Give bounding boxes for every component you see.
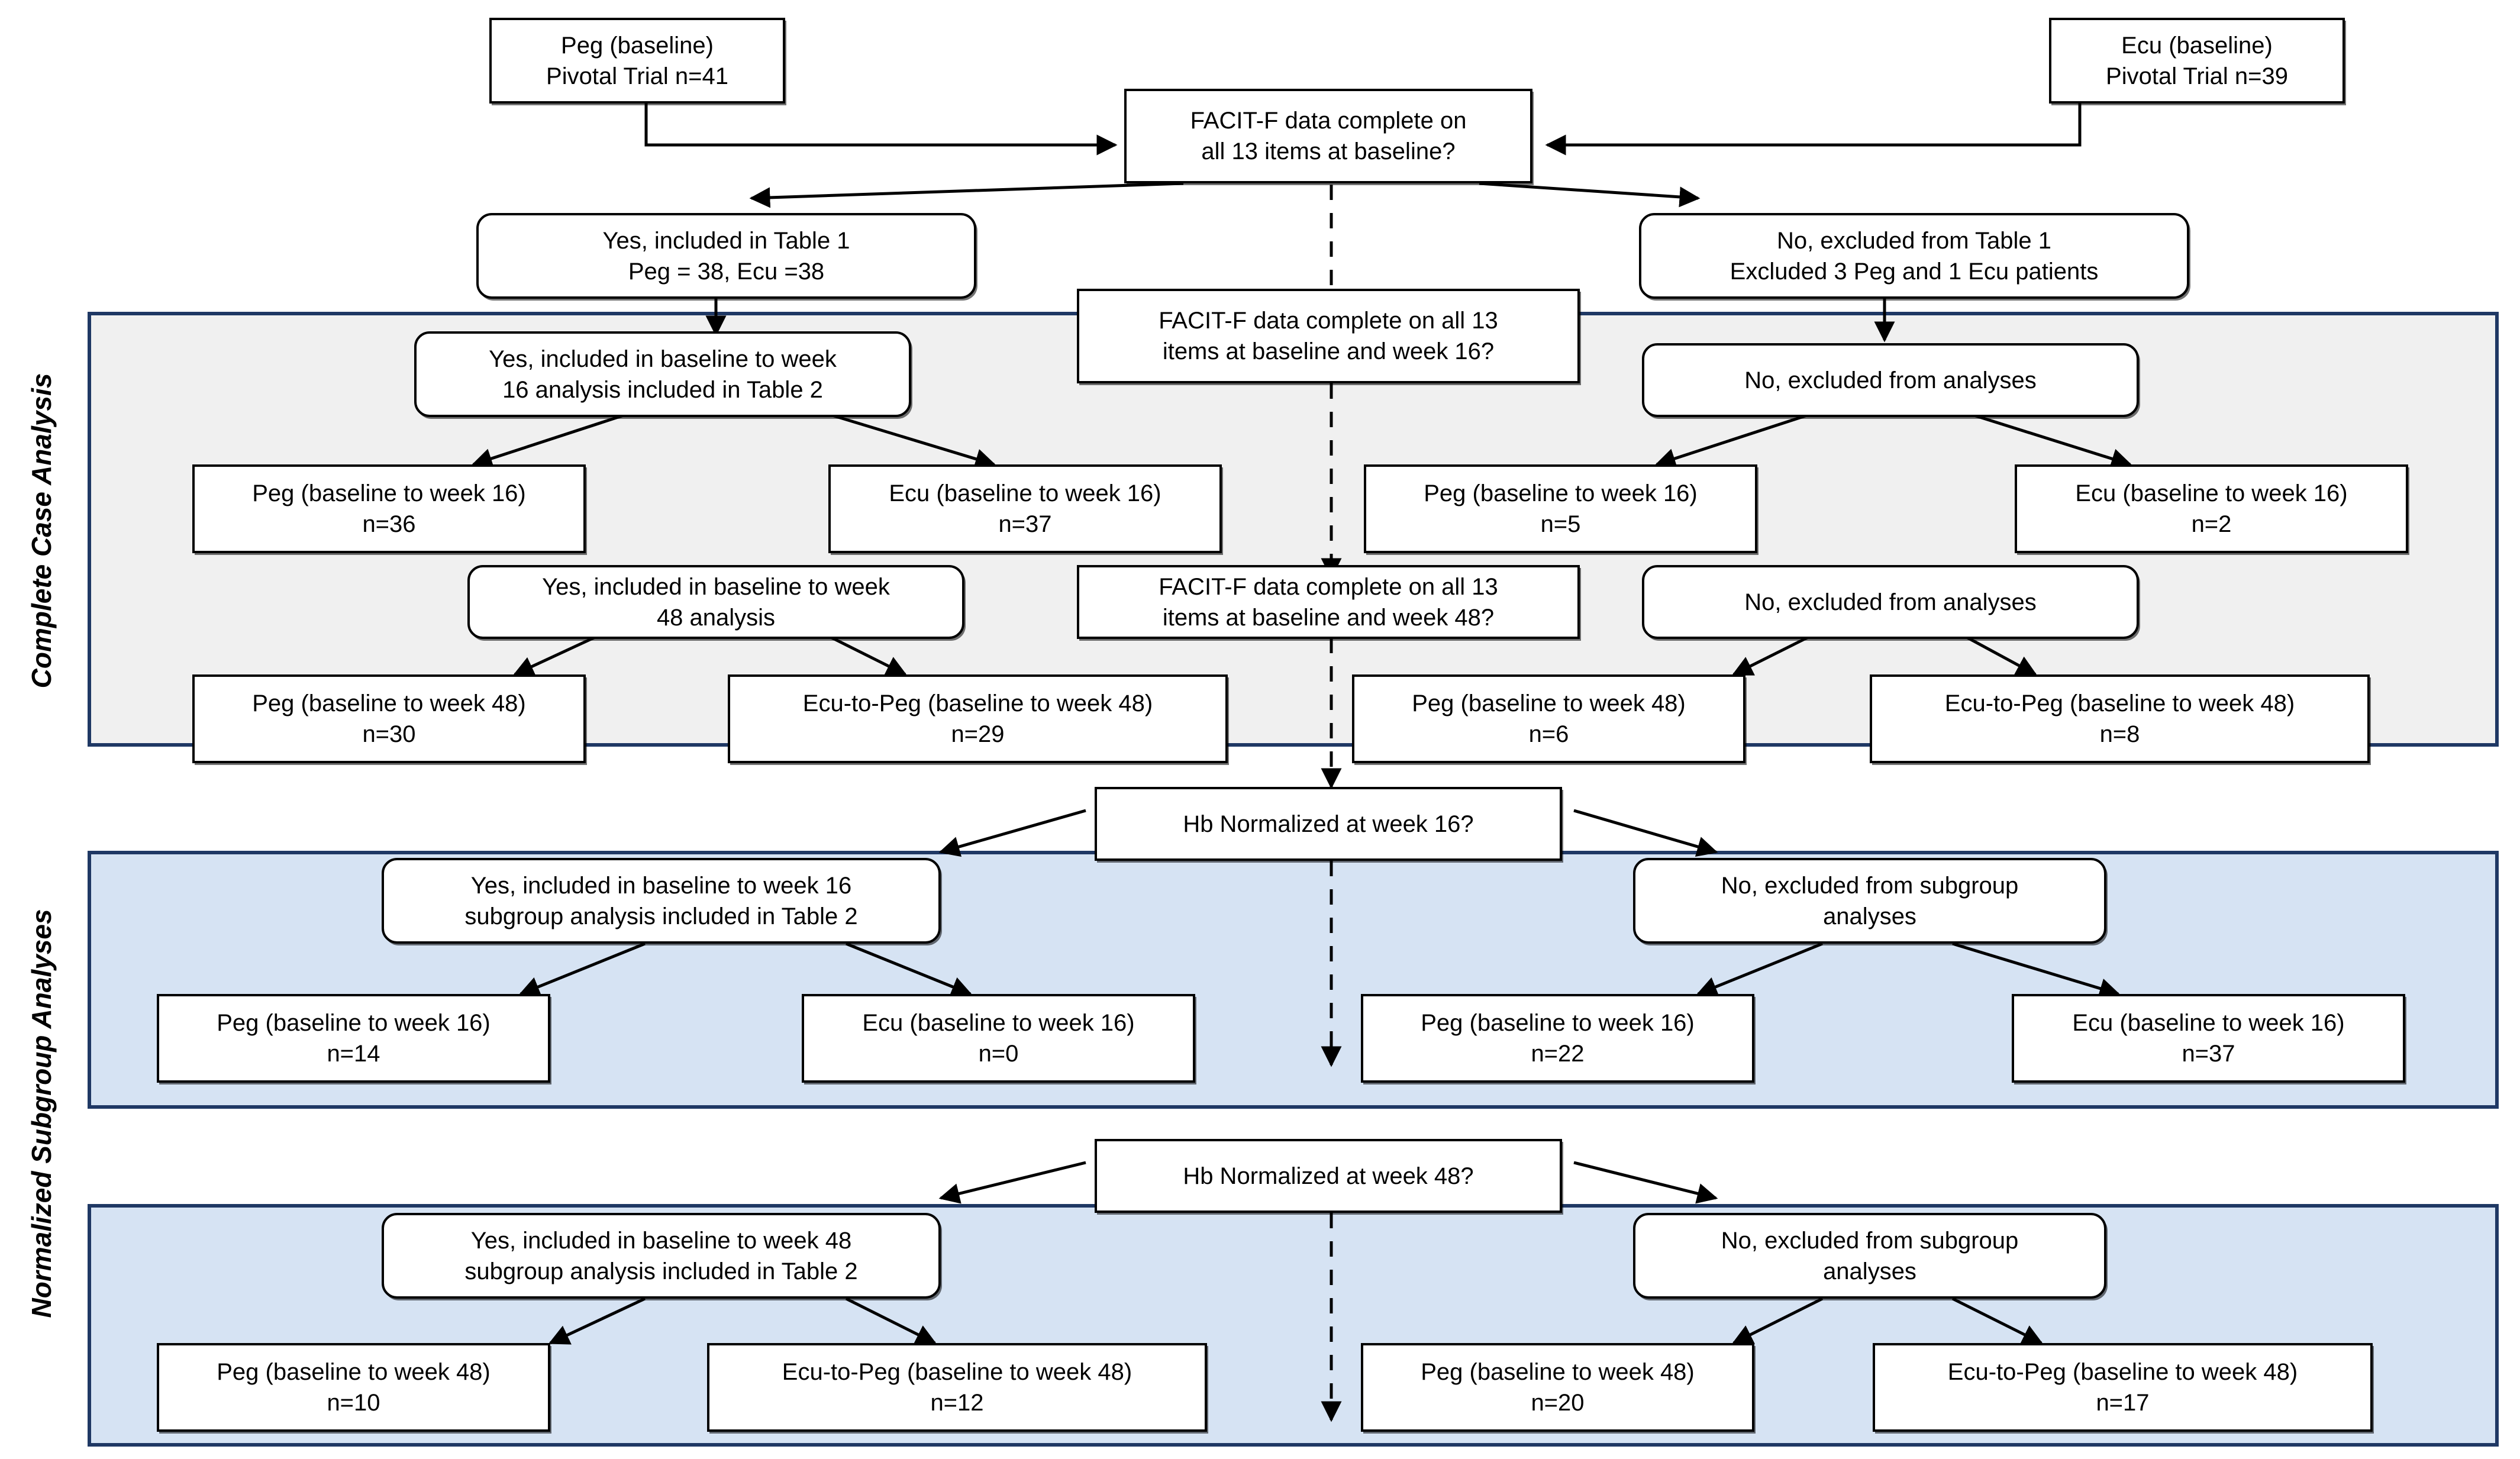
- node-sg-ecu-week16[interactable]: Ecu (baseline to week 16) n=0: [802, 994, 1195, 1083]
- node-cc-ecupeg48-ex-line1: Ecu-to-Peg (baseline to week 48): [1944, 690, 2295, 716]
- node-question-baseline-line2: all 13 items at baseline?: [1201, 138, 1456, 164]
- node-peg-baseline[interactable]: Peg (baseline) Pivotal Trial n=41: [489, 18, 785, 104]
- node-cc-peg48-ex-line1: Peg (baseline to week 48): [1412, 690, 1686, 716]
- node-cc-ecupeg48-ex-line2: n=8: [2099, 721, 2140, 747]
- node-cc-ecu-to-peg-week48-excluded[interactable]: Ecu-to-Peg (baseline to week 48) n=8: [1870, 674, 2370, 763]
- node-cc-peg-week16[interactable]: Peg (baseline to week 16) n=36: [192, 464, 586, 553]
- node-question-week16[interactable]: FACIT-F data complete on all 13 items at…: [1077, 289, 1580, 383]
- node-cc-ecu16-ex-line1: Ecu (baseline to week 16): [2075, 480, 2348, 506]
- node-sg-ecu16-ex-line1: Ecu (baseline to week 16): [2072, 1010, 2345, 1036]
- node-sg-peg-week48[interactable]: Peg (baseline to week 48) n=10: [157, 1343, 550, 1432]
- node-hb16-line1: Hb Normalized at week 16?: [1183, 811, 1474, 837]
- node-sg-ecu16-line1: Ecu (baseline to week 16): [862, 1010, 1135, 1036]
- node-yes-subgroup-week48[interactable]: Yes, included in baseline to week 48 sub…: [382, 1213, 941, 1299]
- node-cc-peg-week16-excluded[interactable]: Peg (baseline to week 16) n=5: [1364, 464, 1757, 553]
- node-sg-peg48-line1: Peg (baseline to week 48): [217, 1359, 491, 1385]
- node-yes-sub48-line2: subgroup analysis included in Table 2: [464, 1258, 858, 1284]
- node-sg-ecupeg48-ex-line1: Ecu-to-Peg (baseline to week 48): [1947, 1359, 2298, 1385]
- node-yes-week16-line1: Yes, included in baseline to week: [489, 346, 837, 372]
- node-sg-ecu-to-peg-week48-excluded[interactable]: Ecu-to-Peg (baseline to week 48) n=17: [1873, 1343, 2373, 1432]
- node-cc-ecu-to-peg-week48[interactable]: Ecu-to-Peg (baseline to week 48) n=29: [728, 674, 1228, 763]
- node-sg-peg48-ex-line2: n=20: [1531, 1390, 1585, 1416]
- node-cc-peg16-ex-line1: Peg (baseline to week 16): [1424, 480, 1698, 506]
- node-cc-peg48-line2: n=30: [362, 721, 416, 747]
- node-cc-peg-week48-excluded[interactable]: Peg (baseline to week 48) n=6: [1352, 674, 1745, 763]
- node-yes-sub16-line2: subgroup analysis included in Table 2: [464, 903, 858, 929]
- node-question-hb-week16[interactable]: Hb Normalized at week 16?: [1095, 787, 1562, 861]
- node-cc-peg-week48[interactable]: Peg (baseline to week 48) n=30: [192, 674, 586, 763]
- node-cc-peg16-ex-line2: n=5: [1540, 511, 1581, 537]
- node-sg-ecupeg48-line2: n=12: [930, 1390, 984, 1416]
- node-sg-ecu16-ex-line2: n=37: [2182, 1041, 2235, 1067]
- node-yes-week16-line2: 16 analysis included in Table 2: [502, 376, 823, 403]
- node-no-sub48-line2: analyses: [1823, 1258, 1916, 1284]
- node-peg-baseline-line2: Pivotal Trial n=41: [546, 63, 728, 89]
- node-question-baseline-line1: FACIT-F data complete on: [1190, 108, 1467, 134]
- node-peg-baseline-line1: Peg (baseline): [561, 32, 714, 59]
- node-question-baseline[interactable]: FACIT-F data complete on all 13 items at…: [1124, 89, 1532, 183]
- node-question-hb-week48[interactable]: Hb Normalized at week 48?: [1095, 1139, 1562, 1213]
- node-sg-peg-week48-excluded[interactable]: Peg (baseline to week 48) n=20: [1361, 1343, 1754, 1432]
- node-no-analyses-16-line1: No, excluded from analyses: [1744, 367, 2037, 393]
- section-label-complete-case: Complete Case Analysis: [26, 373, 57, 689]
- node-question-week16-line1: FACIT-F data complete on all 13: [1159, 308, 1498, 334]
- node-no-excluded-analyses-week16[interactable]: No, excluded from analyses: [1642, 343, 2139, 417]
- node-no-table1[interactable]: No, excluded from Table 1 Excluded 3 Peg…: [1639, 213, 2189, 299]
- node-question-week16-line2: items at baseline and week 16?: [1162, 338, 1495, 364]
- node-question-week48-line2: items at baseline and week 48?: [1162, 604, 1495, 631]
- node-yes-subgroup-week16[interactable]: Yes, included in baseline to week 16 sub…: [382, 858, 941, 944]
- node-no-sub48-line1: No, excluded from subgroup: [1721, 1227, 2019, 1254]
- node-cc-peg16-line2: n=36: [362, 511, 416, 537]
- node-cc-ecu16-line1: Ecu (baseline to week 16): [889, 480, 1161, 506]
- node-yes-sub48-line1: Yes, included in baseline to week 48: [470, 1227, 852, 1254]
- node-yes-table1-line2: Peg = 38, Ecu =38: [628, 258, 825, 285]
- section-label-normalized-subgroup: Normalized Subgroup Analyses: [26, 909, 57, 1318]
- node-no-subgroup-week16[interactable]: No, excluded from subgroup analyses: [1633, 858, 2106, 944]
- node-no-sub16-line1: No, excluded from subgroup: [1721, 872, 2019, 899]
- node-sg-ecu-to-peg-week48[interactable]: Ecu-to-Peg (baseline to week 48) n=12: [707, 1343, 1207, 1432]
- node-cc-peg48-line1: Peg (baseline to week 48): [252, 690, 526, 716]
- node-sg-ecupeg48-ex-line2: n=17: [2096, 1390, 2150, 1416]
- node-yes-table1[interactable]: Yes, included in Table 1 Peg = 38, Ecu =…: [476, 213, 976, 299]
- node-yes-week16-analysis[interactable]: Yes, included in baseline to week 16 ana…: [414, 331, 911, 417]
- node-sg-peg16-line2: n=14: [327, 1041, 380, 1067]
- node-no-analyses-48-line1: No, excluded from analyses: [1744, 589, 2037, 615]
- node-sg-peg-week16-excluded[interactable]: Peg (baseline to week 16) n=22: [1361, 994, 1754, 1083]
- node-sg-peg16-ex-line1: Peg (baseline to week 16): [1421, 1010, 1695, 1036]
- node-sg-peg-week16[interactable]: Peg (baseline to week 16) n=14: [157, 994, 550, 1083]
- node-sg-peg48-line2: n=10: [327, 1390, 380, 1416]
- node-no-subgroup-week48[interactable]: No, excluded from subgroup analyses: [1633, 1213, 2106, 1299]
- node-sg-ecupeg48-line1: Ecu-to-Peg (baseline to week 48): [782, 1359, 1132, 1385]
- node-ecu-baseline-line2: Pivotal Trial n=39: [2106, 63, 2288, 89]
- node-cc-ecu-week16-excluded[interactable]: Ecu (baseline to week 16) n=2: [2015, 464, 2408, 553]
- node-question-week48-line1: FACIT-F data complete on all 13: [1159, 573, 1498, 600]
- node-cc-ecu-week16[interactable]: Ecu (baseline to week 16) n=37: [828, 464, 1222, 553]
- node-no-excluded-analyses-week48[interactable]: No, excluded from analyses: [1642, 565, 2139, 639]
- node-sg-peg48-ex-line1: Peg (baseline to week 48): [1421, 1359, 1695, 1385]
- node-question-week48[interactable]: FACIT-F data complete on all 13 items at…: [1077, 565, 1580, 639]
- node-cc-peg48-ex-line2: n=6: [1528, 721, 1569, 747]
- node-sg-ecu-week16-excluded[interactable]: Ecu (baseline to week 16) n=37: [2012, 994, 2405, 1083]
- node-no-table1-line2: Excluded 3 Peg and 1 Ecu patients: [1730, 258, 2099, 285]
- node-no-table1-line1: No, excluded from Table 1: [1777, 227, 2051, 254]
- node-yes-table1-line1: Yes, included in Table 1: [602, 227, 850, 254]
- node-cc-ecu16-line2: n=37: [998, 511, 1052, 537]
- node-cc-peg16-line1: Peg (baseline to week 16): [252, 480, 526, 506]
- node-cc-ecu16-ex-line2: n=2: [2191, 511, 2232, 537]
- node-yes-week48-line2: 48 analysis: [656, 604, 776, 631]
- node-sg-peg16-line1: Peg (baseline to week 16): [217, 1010, 491, 1036]
- node-yes-week48-line1: Yes, included in baseline to week: [542, 573, 890, 600]
- node-no-sub16-line2: analyses: [1823, 903, 1916, 929]
- node-cc-ecupeg48-line1: Ecu-to-Peg (baseline to week 48): [802, 690, 1153, 716]
- node-yes-week48-analysis[interactable]: Yes, included in baseline to week 48 ana…: [467, 565, 964, 639]
- node-sg-peg16-ex-line2: n=22: [1531, 1041, 1585, 1067]
- node-hb48-line1: Hb Normalized at week 48?: [1183, 1163, 1474, 1189]
- node-ecu-baseline-line1: Ecu (baseline): [2121, 32, 2273, 59]
- node-cc-ecupeg48-line2: n=29: [951, 721, 1005, 747]
- node-ecu-baseline[interactable]: Ecu (baseline) Pivotal Trial n=39: [2049, 18, 2345, 104]
- node-sg-ecu16-line2: n=0: [978, 1041, 1019, 1067]
- node-yes-sub16-line1: Yes, included in baseline to week 16: [470, 872, 852, 899]
